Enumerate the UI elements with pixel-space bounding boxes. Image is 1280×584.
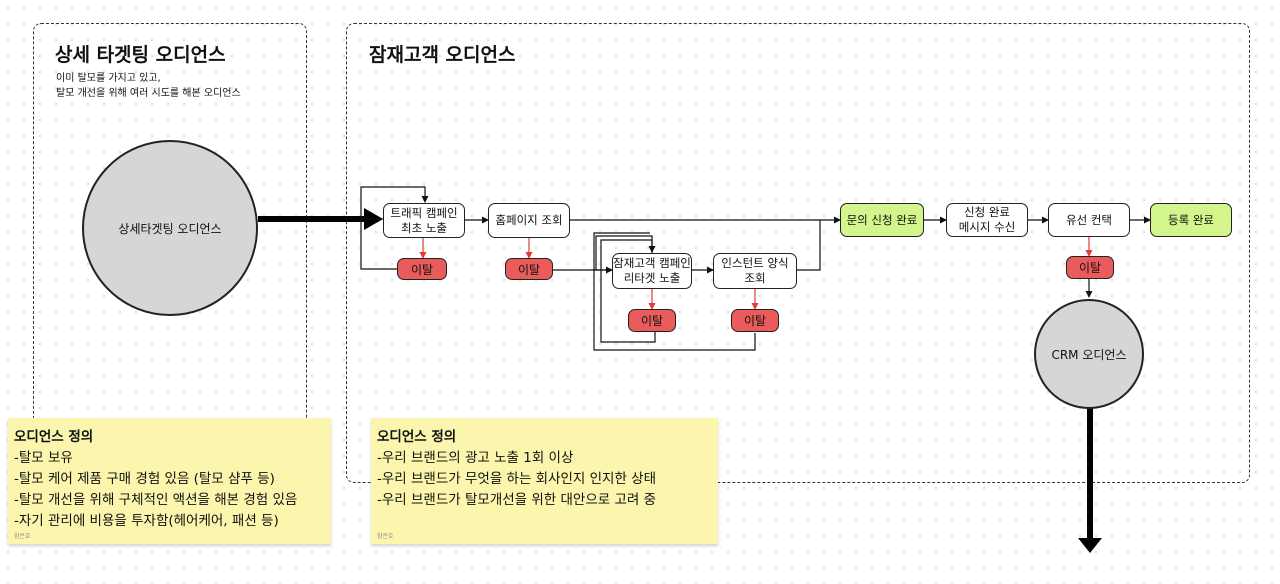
retarget-campaign-node: 잠재고객 캠페인 리타겟 노출	[612, 253, 692, 289]
instant-form-node: 인스턴트 양식 조회	[713, 253, 797, 289]
exit-badge: 이탈	[731, 309, 779, 332]
potential-customer-title: 잠재고객 오디언스	[369, 44, 516, 66]
audience-definition-note-right: 오디언스 정의 -우리 브랜드의 광고 노출 1회 이상 -우리 브랜드가 무엇…	[371, 418, 718, 544]
note-author: 함은호	[377, 533, 394, 540]
note-line: -우리 브랜드의 광고 노출 1회 이상	[377, 450, 574, 466]
note-line: -자기 관리에 비용을 투자함(헤어케어, 패션 등)	[14, 513, 279, 529]
note-line: -우리 브랜드가 무엇을 하는 회사인지 인지한 상태	[377, 471, 657, 487]
detail-targeting-description: 이미 탈모를 가지고 있고, 탈모 개선을 위해 여러 시도를 해본 오디언스	[56, 73, 241, 99]
exit-badge: 이탈	[505, 258, 553, 280]
note-line: -우리 브랜드가 탈모개선을 위한 대안으로 고려 중	[377, 492, 657, 508]
exit-badge: 이탈	[1066, 256, 1114, 279]
phone-contact-node: 유선 컨택	[1048, 203, 1130, 237]
registration-complete-node: 등록 완료	[1150, 203, 1232, 237]
detail-targeting-audience-circle: 상세타겟팅 오디언스	[82, 140, 258, 316]
crm-audience-circle: CRM 오디언스	[1034, 299, 1144, 409]
exit-badge: 이탈	[397, 258, 447, 280]
detail-targeting-title: 상세 타겟팅 오디언스	[55, 44, 226, 66]
exit-badge: 이탈	[628, 309, 676, 332]
note-title: 오디언스 정의	[14, 429, 94, 445]
potential-customer-section	[346, 23, 1250, 483]
note-line: -탈모 보유	[14, 450, 73, 466]
apply-message-node: 신청 완료 메시지 수신	[946, 203, 1028, 237]
note-title: 오디언스 정의	[377, 429, 457, 445]
inquiry-complete-node: 문의 신청 완료	[840, 203, 924, 237]
note-author: 함은호	[14, 533, 31, 540]
audience-definition-note-left: 오디언스 정의 -탈모 보유 -탈모 케어 제품 구매 경험 있음 (탈모 샴푸…	[8, 418, 331, 544]
note-line: -탈모 개선을 위해 구체적인 액션을 해본 경험 있음	[14, 492, 298, 508]
note-line: -탈모 케어 제품 구매 경험 있음 (탈모 샴푸 등)	[14, 471, 275, 487]
homepage-view-node: 홈페이지 조회	[488, 203, 570, 238]
traffic-campaign-node: 트래픽 캠페인 최초 노출	[383, 203, 465, 238]
